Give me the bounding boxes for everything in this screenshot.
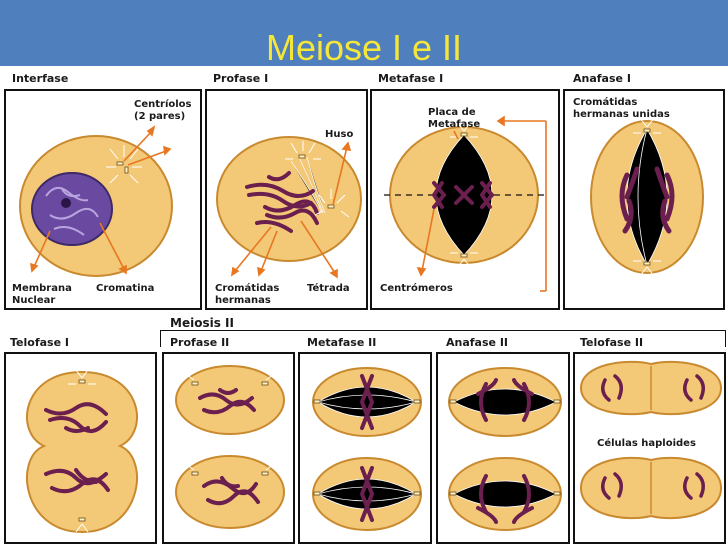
panel-metafase-1: Placa de Metafase Centrómeros — [370, 89, 560, 310]
panel-interfase: Centríolos (2 pares) Membrana Nuclear Cr… — [4, 89, 202, 310]
telofase-1-cell — [26, 369, 138, 534]
panel-profase-1: Huso Cromátidas hermanas Tétrada — [205, 89, 368, 310]
label-telofase-1: Telofase I — [10, 336, 69, 349]
metafase-1-cell — [384, 115, 548, 292]
annotation-cromatidas-unidas: Cromátidas — [573, 97, 638, 108]
annotation-placa-de: Placa de — [428, 107, 476, 118]
annotation-nuclear: Nuclear — [12, 295, 56, 306]
label-metafase-2: Metafase II — [307, 336, 377, 349]
label-profase-2: Profase II — [170, 336, 230, 349]
annotation-hermanas: hermanas — [215, 295, 271, 306]
panel-telofase-2: Células haploides — [573, 352, 726, 544]
annotation-huso: Huso — [325, 129, 354, 140]
anafase-1-cell — [590, 116, 704, 278]
meiosis-2-bracket — [160, 330, 726, 347]
interfase-cell — [19, 125, 173, 277]
slide-title: Meiose I e II — [265, 27, 463, 68]
annotation-centriolos-pares: (2 pares) — [134, 111, 186, 122]
label-telofase-2: Telofase II — [580, 336, 644, 349]
annotation-centriolos: Centríolos — [134, 99, 192, 110]
annotation-membrana: Membrana — [12, 283, 72, 294]
label-anafase-1: Anafase I — [573, 72, 631, 85]
label-anafase-2: Anafase II — [446, 336, 508, 349]
telofase-2-cells — [579, 360, 723, 520]
annotation-cromatina: Cromatina — [96, 283, 155, 294]
metafase-2-cells — [312, 367, 422, 531]
label-profase-1: Profase I — [213, 72, 269, 85]
panel-metafase-2 — [298, 352, 432, 544]
annotation-hermanas-unidas: hermanas unidas — [573, 109, 670, 120]
annotation-cromatidas: Cromátidas — [215, 283, 280, 294]
meiosis-2-label: Meiosis II — [170, 316, 234, 330]
annotation-tetrada: Tétrada — [307, 283, 350, 294]
anafase-2-cells — [448, 367, 562, 531]
panel-anafase-1: Cromátidas hermanas unidas — [563, 89, 725, 310]
profase-2-cells — [175, 365, 285, 529]
label-interfase: Interfase — [12, 72, 69, 85]
annotation-metafase: Metafase — [428, 119, 481, 130]
panel-telofase-1 — [4, 352, 157, 544]
annotation-celulas-haploides: Células haploides — [597, 438, 696, 449]
panel-profase-2 — [162, 352, 295, 544]
panel-anafase-2 — [436, 352, 570, 544]
label-metafase-1: Metafase I — [378, 72, 444, 85]
annotation-centromeros: Centrómeros — [380, 283, 453, 294]
profase-1-cell — [216, 136, 362, 279]
title-bar: Meiose I e II — [0, 0, 728, 68]
